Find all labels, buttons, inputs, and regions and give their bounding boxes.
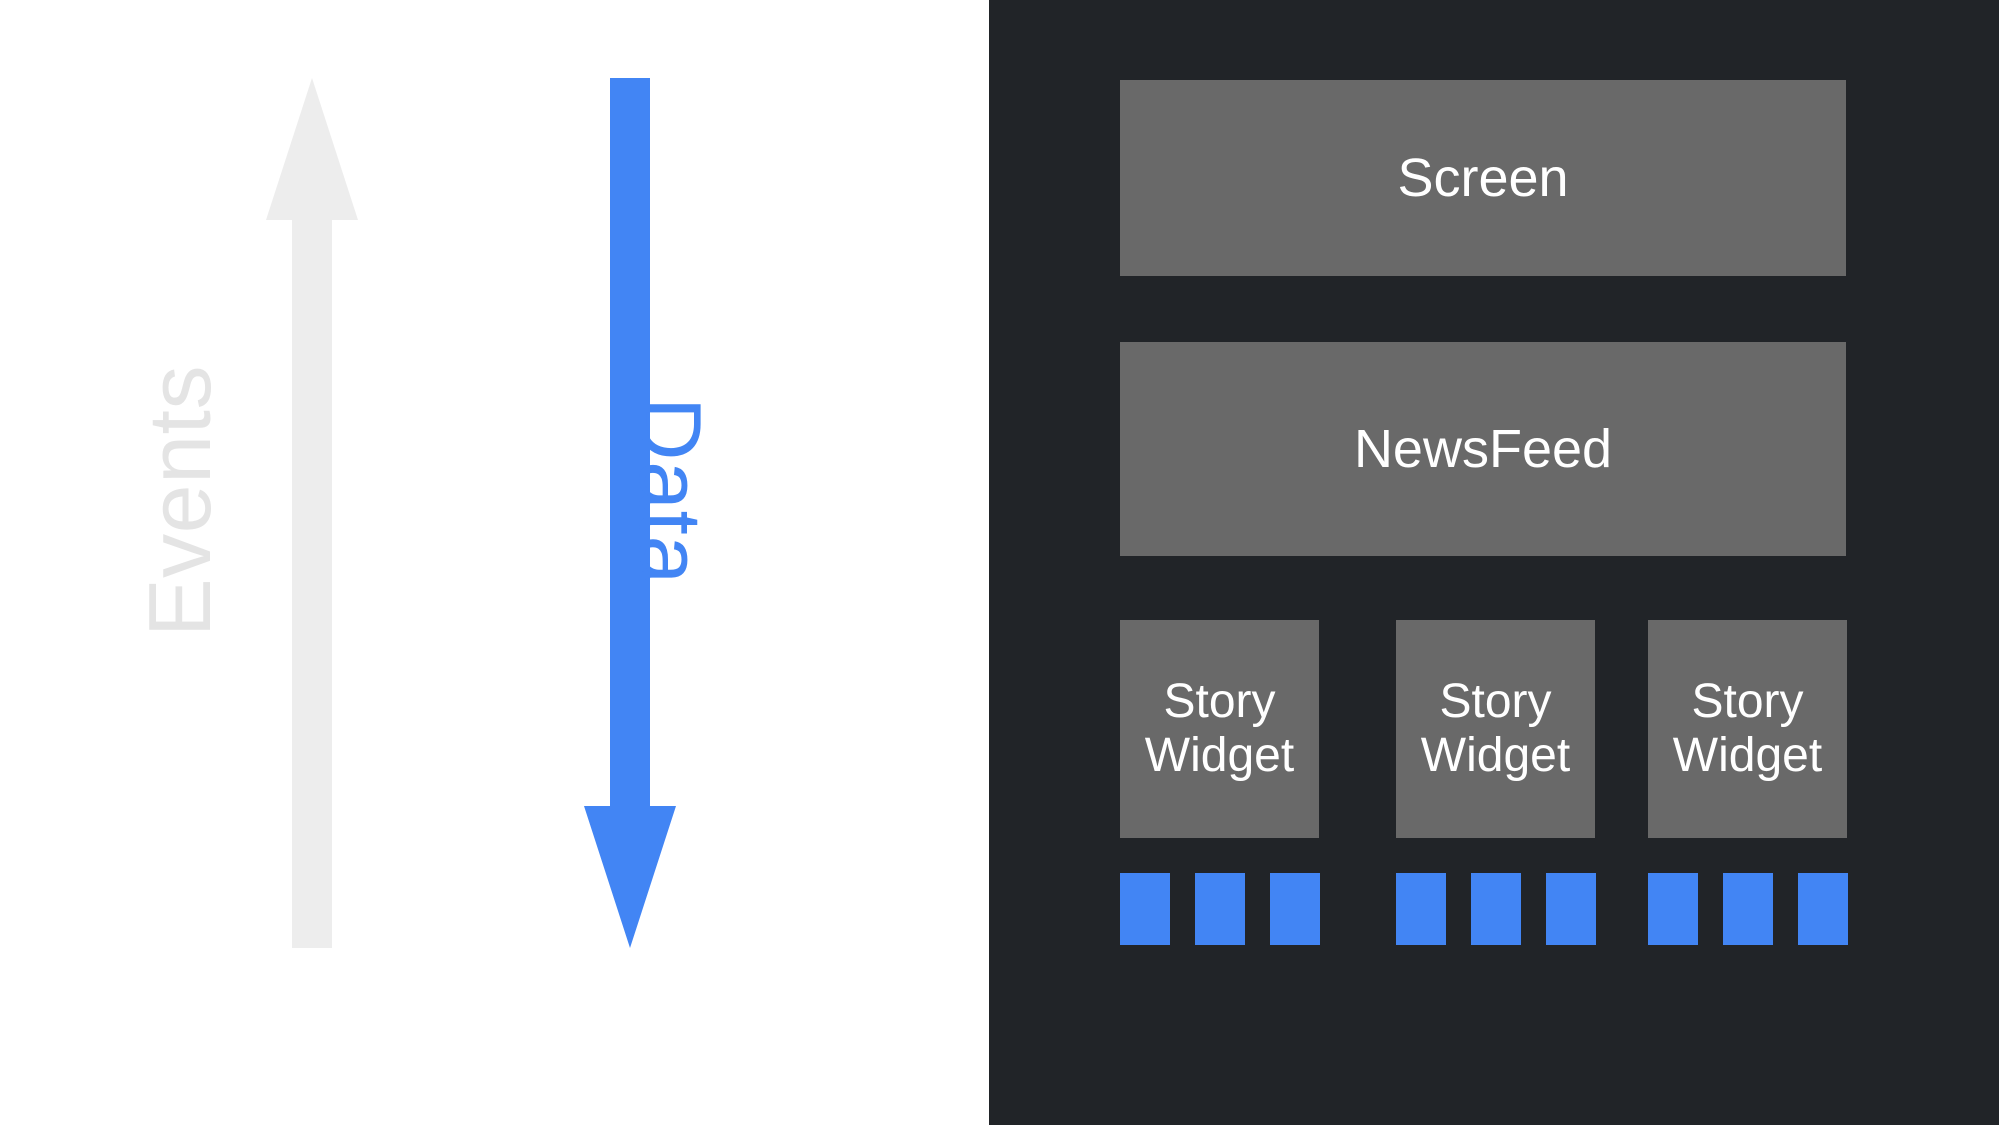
widget-tree-pane: Screen NewsFeed Story Widget Story Widge… xyxy=(989,0,1999,1125)
story-widget-label-line1: Story xyxy=(1439,675,1552,729)
leaf-node[interactable] xyxy=(1798,873,1848,945)
data-flow-label: Data xyxy=(621,397,720,585)
events-flow-label: Events xyxy=(130,364,229,638)
story-widget-label-line2: Widget xyxy=(1144,729,1295,782)
story-widget-label-line2: Widget xyxy=(1672,729,1823,782)
node-screen[interactable]: Screen xyxy=(1120,80,1846,276)
events-arrow-icon xyxy=(266,78,358,948)
story-widget-label-line2: Widget xyxy=(1420,729,1571,782)
leaf-node[interactable] xyxy=(1120,873,1170,945)
flow-legend-pane: Events Data xyxy=(0,0,989,1125)
leaf-node[interactable] xyxy=(1195,873,1245,945)
leaf-node[interactable] xyxy=(1546,873,1596,945)
node-story-widget[interactable]: Story Widget xyxy=(1396,620,1595,838)
events-arrow xyxy=(262,78,362,948)
data-arrow-icon xyxy=(584,78,676,948)
story-widget-label: Story Widget xyxy=(1673,675,1822,783)
leaf-node[interactable] xyxy=(1648,873,1698,945)
node-newsfeed[interactable]: NewsFeed xyxy=(1120,342,1846,556)
leaf-node[interactable] xyxy=(1396,873,1446,945)
node-story-widget[interactable]: Story Widget xyxy=(1648,620,1847,838)
leaf-node[interactable] xyxy=(1471,873,1521,945)
story-widget-label-line1: Story xyxy=(1691,675,1804,729)
node-story-widget[interactable]: Story Widget xyxy=(1120,620,1319,838)
story-widget-label: Story Widget xyxy=(1421,675,1570,783)
leaf-node[interactable] xyxy=(1723,873,1773,945)
story-widget-label: Story Widget xyxy=(1145,675,1294,783)
data-arrow xyxy=(580,78,680,948)
story-widget-label-line1: Story xyxy=(1163,675,1276,729)
leaf-node[interactable] xyxy=(1270,873,1320,945)
